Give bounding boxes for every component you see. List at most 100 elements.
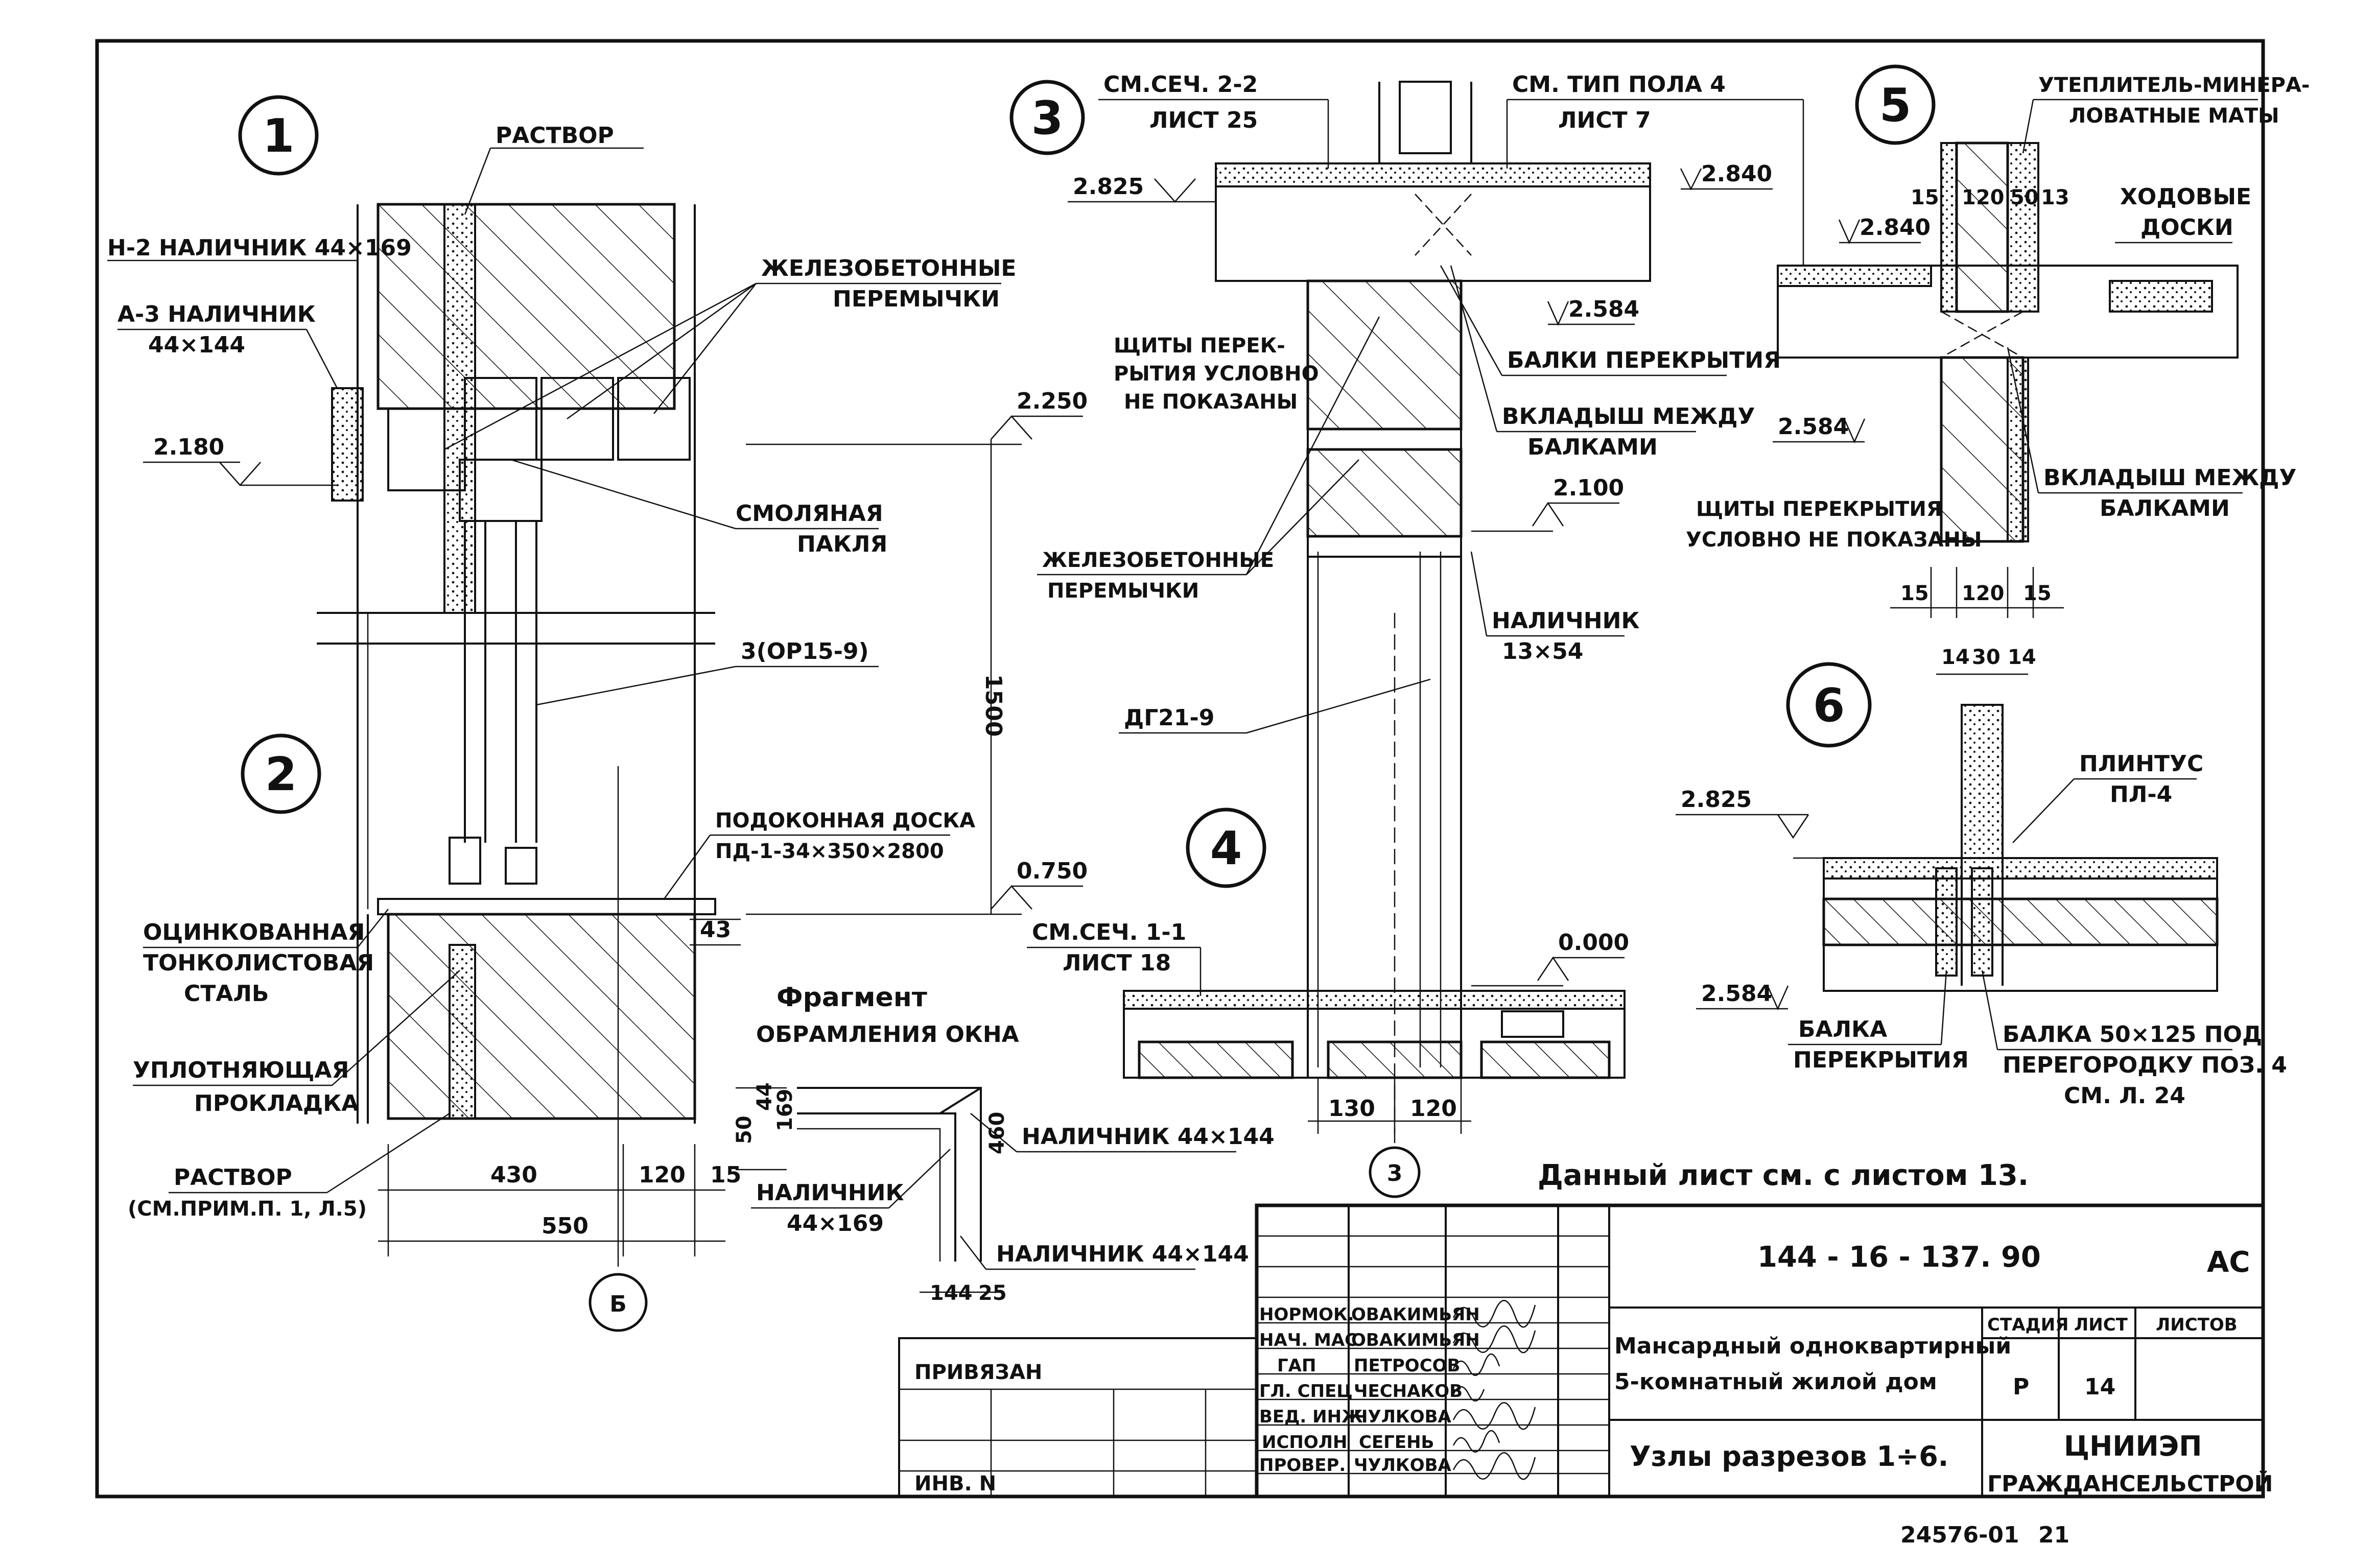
level-2584-a: 2.584 [1568,296,1639,322]
label-lintels-2: ПЕРЕМЫЧКИ [833,286,1000,312]
fragment-dim-144: 144 [930,1281,973,1305]
label-rastvor-top: РАСТВОР [496,123,614,149]
window-frame-top [459,459,543,522]
detail-marker-2: 2 [241,733,321,814]
role-1: НАЧ. МАС [1259,1330,1357,1350]
lower-wall [387,913,696,1120]
name-1: ОВАКИМЬЯН [1351,1330,1480,1350]
lintel-3 [540,377,614,461]
upper-wall [377,203,676,410]
label-steel-2: ТОНКОЛИСТОВАЯ [143,950,374,976]
role-3: ГЛ. СПЕЦ [1259,1381,1353,1401]
node-1-2: РАСТВОР Н-2 НАЛИЧНИК 44×169 А-3 НАЛИЧНИК… [107,123,1088,1267]
label-insul-2: ЛОВАТНЫЕ МАТЫ [2069,104,2279,128]
label-steel-3: СТАЛЬ [184,981,269,1007]
level-0000: 0.000 [1558,930,1629,956]
sheet-value: 14 [2084,1374,2115,1400]
label-sec11-1: СМ.СЕЧ. 1-1 [1032,919,1186,945]
role-2: ГАП [1277,1356,1316,1376]
fragment-dim-25: 25 [978,1281,1007,1305]
name-3: ЧЕСНАКОВ [1354,1381,1463,1401]
dim5-50: 50 [2010,186,2039,209]
node-6: 14 30 14 ПЛИНТУС ПЛ-4 2.825 2.584 БАЛКА … [1676,646,2287,1109]
label-panels5-2: УСЛОВНО НЕ ПОКАЗАНЫ [1686,528,1982,552]
dim34-120: 120 [1410,1096,1457,1122]
svg-text:5: 5 [1879,79,1912,132]
casing-a3 [331,387,364,502]
level-0750: 0.750 [1017,858,1088,884]
label-gasket-2: ПРОКЛАДКА [194,1090,359,1116]
fragment-title-1: Фрагмент [777,982,927,1013]
fragment-dim-44: 44 [753,1082,777,1111]
level-2100: 2.100 [1553,475,1624,501]
detail-marker-1: 1 [238,95,319,176]
label-beam6-1: БАЛКА [1798,1016,1887,1042]
label-rastvor-bottom-2: (СМ.ПРИМ.П. 1, Л.5) [128,1197,367,1221]
height-1500: 1500 [980,674,1006,737]
label-beam2-1: БАЛКА 50×125 ПОД [2003,1021,2262,1048]
node-3-4: СМ.СЕЧ. 2-2 ЛИСТ 25 СМ. ТИП ПОЛА 4 ЛИСТ … [1027,72,1803,1144]
org-line1: ЦНИИЭП [2064,1430,2202,1462]
label-tar-1: СМОЛЯНАЯ [736,501,883,527]
label-walk-1: ХОДОВЫЕ [2120,184,2251,210]
label-gasket-1: УПЛОТНЯЮЩАЯ [133,1057,349,1083]
label-rastvor-bottom-1: РАСТВОР [174,1165,292,1191]
signatures [1452,1300,1536,1480]
level6-2825: 2.825 [1681,787,1752,813]
sill-board [377,898,716,915]
label-panels-3: НЕ ПОКАЗАНЫ [1124,390,1298,414]
label-walk-2: ДОСКИ [2140,215,2233,241]
detail-marker-5: 5 [1855,64,1936,145]
detail-marker-3: 3 [1009,80,1085,155]
page-number: 21 [2038,1522,2069,1548]
dim-43: 43 [700,917,731,943]
detail-marker-6: 6 [1786,662,1872,748]
svg-text:3: 3 [1387,1160,1403,1186]
detail-marker-4: 4 [1186,807,1266,888]
level5-2840: 2.840 [1860,215,1931,241]
dim5-15: 15 [1911,186,1939,209]
svg-text:4: 4 [1210,822,1242,875]
dim5b-15a: 15 [1900,582,1929,605]
svg-text:2: 2 [265,748,297,801]
role-4: ВЕД. ИНЖ [1259,1407,1363,1427]
fragment-trim-left-1: НАЛИЧНИК [756,1180,904,1206]
fragment-dim-460: 460 [985,1112,1009,1155]
archive-number: 24576-01 [1900,1522,2019,1548]
label-floor-2: ЛИСТ 7 [1558,107,1651,133]
node-5: УТЕПЛИТЕЛЬ-МИНЕРА- ЛОВАТНЫЕ МАТЫ 15 120 … [1686,74,2310,618]
svg-text:Б: Б [609,1291,627,1317]
level-2180: 2.180 [153,434,224,460]
label-sill-1: ПОДОКОННАЯ ДОСКА [715,809,975,833]
label-insert5-2: БАЛКАМИ [2100,495,2230,521]
label-a3-line2: 44×144 [148,332,245,358]
stage-value: Р [2013,1374,2029,1400]
sheet-note: Данный лист см. с листом 13. [1538,1159,2029,1192]
role-0: НОРМОК. [1259,1304,1354,1325]
dim5b-120: 120 [1962,582,2005,605]
dim-120: 120 [639,1162,686,1188]
dim5-120: 120 [1962,186,2005,209]
label-n2: Н-2 НАЛИЧНИК 44×169 [107,235,412,261]
sheets-header: ЛИСТОВ [2156,1315,2238,1335]
sheet-header: ЛИСТ [2074,1315,2128,1335]
label-beam6-2: ПЕРЕКРЫТИЯ [1793,1047,1969,1073]
label-door: ДГ21-9 [1124,705,1214,731]
label-floor-1: СМ. ТИП ПОЛА 4 [1512,72,1726,98]
fragment-trim-bottom: НАЛИЧНИК 44×144 [996,1241,1249,1267]
privyazan-label: ПРИВЯЗАН [914,1361,1042,1384]
axis-marker-b: Б [589,1273,648,1332]
label-beam2-3: СМ. Л. 24 [2064,1083,2185,1109]
label-plinth-1: ПЛИНТУС [2079,751,2203,777]
dim5b-15b: 15 [2023,582,2052,605]
label-sec22-1: СМ.СЕЧ. 2-2 [1103,72,1258,98]
label-panels-2: РЫТИЯ УСЛОВНО [1114,362,1319,386]
label-steel-1: ОЦИНКОВАННАЯ [143,919,365,945]
name-4: ЧУЛКОВА [1354,1407,1452,1427]
label-lintels34-2: ПЕРЕМЫЧКИ [1047,579,1199,603]
fragment-title-2: ОБРАМЛЕНИЯ ОКНА [756,1021,1019,1048]
label-insert-2: БАЛКАМИ [1527,434,1658,460]
doc-mark: АС [2207,1246,2250,1279]
sheet-title: Узлы разрезов 1÷6. [1630,1440,1948,1472]
label-insert-1: ВКЛАДЫШ МЕЖДУ [1502,403,1755,430]
